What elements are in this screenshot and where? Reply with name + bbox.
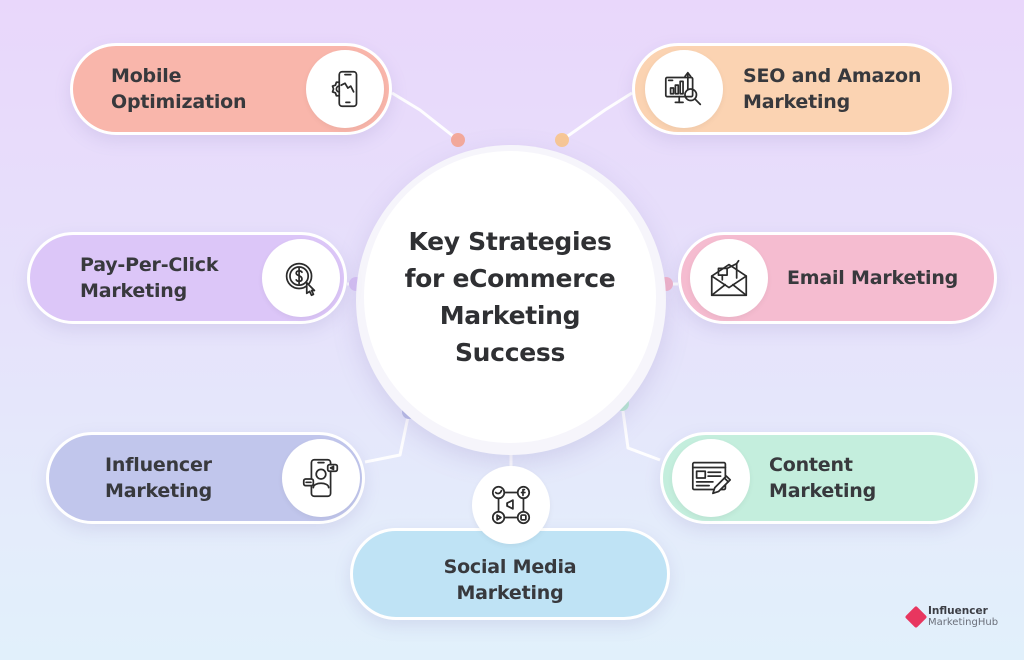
icon-badge [690,239,768,317]
email-envelope-icon [710,259,748,297]
strategy-content-marketing: Content Marketing [660,432,978,524]
central-hub: Key Strategies for eCommerce Marketing S… [356,145,666,455]
pay-per-click-icon [285,262,316,297]
strategy-influencer-marketing: Influencer Marketing [46,432,365,524]
brand-wordmark: Influencer MarketingHub [928,605,999,629]
brand-line-1: Influencer [928,605,988,617]
strategy-pay-per-click: Pay-Per-Click Marketing [27,232,347,324]
strategy-label: Content Marketing [769,454,877,502]
icon-badge [645,50,723,128]
connector-dot-seo [555,133,569,147]
strategy-label: Email Marketing [787,267,959,289]
brand-mark-icon [904,605,928,629]
strategy-label: Influencer Marketing [105,454,213,502]
central-hub-inner: Key Strategies for eCommerce Marketing S… [364,151,656,443]
brand-line-2a: Marketing [928,617,978,628]
mobile-optimization-icon [331,70,358,108]
seo-analytics-icon [664,71,702,106]
strategy-label: Social Media Marketing [443,556,577,604]
influencer-marketing-hub-logo: Influencer MarketingHub [904,605,999,629]
hub-title: Key Strategies for eCommerce Marketing S… [404,227,616,367]
strategy-email-marketing: Email Marketing [678,232,997,324]
icon-badge [262,239,340,317]
strategy-label: Mobile Optimization [111,65,247,113]
influencer-icon [302,458,339,498]
icon-badge [672,439,750,517]
connector-dot-mobile [451,133,465,147]
strategy-label: SEO and Amazon Marketing [743,65,922,113]
icon-badge-social [472,466,550,544]
strategy-mobile-optimization: Mobile Optimization [70,43,392,135]
icon-badge [306,50,384,128]
strategy-seo-amazon-marketing: SEO and Amazon Marketing [632,43,952,135]
content-writing-icon [691,461,732,495]
icon-badge [282,439,360,517]
social-media-icon [491,485,531,525]
brand-line-2b: Hub [977,617,999,628]
strategy-label: Pay-Per-Click Marketing [80,254,219,302]
